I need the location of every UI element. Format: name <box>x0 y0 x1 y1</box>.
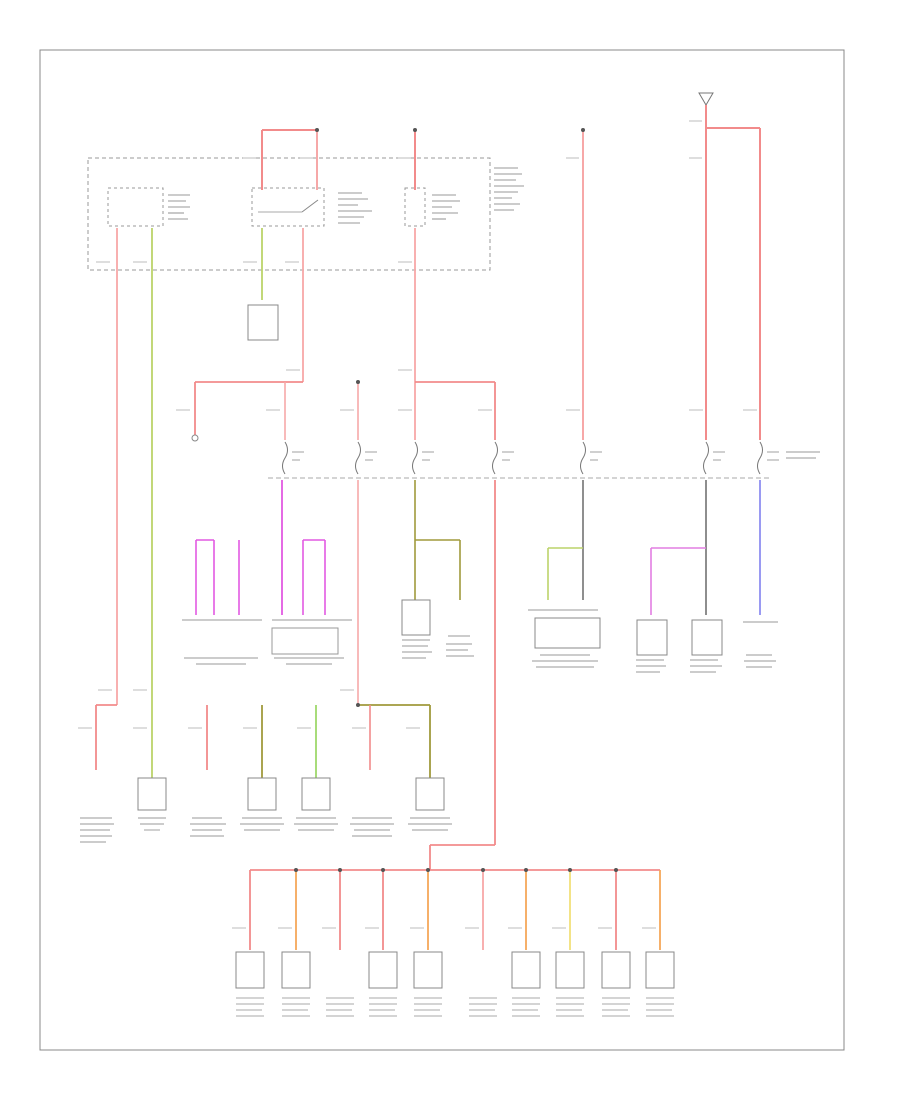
ignition-coil-4 <box>413 951 443 989</box>
relay-1 <box>107 187 164 227</box>
fuse-icon <box>703 441 709 475</box>
ground-symbol-icon <box>698 92 714 106</box>
splice-icon <box>191 434 199 442</box>
fuse-icon <box>412 441 418 475</box>
component-mid-1 <box>401 599 431 636</box>
ignition-coil-3 <box>368 951 398 989</box>
mid-components <box>182 599 778 673</box>
ignition-coil-bus <box>235 844 675 1017</box>
fused-circuit-wires <box>195 480 761 845</box>
relay-panel <box>87 157 524 271</box>
fuse-icon <box>492 441 498 475</box>
engine-control-module <box>271 627 339 655</box>
component-mid-3 <box>636 619 668 656</box>
top-power-feeds <box>261 92 761 440</box>
fuse-icon <box>580 441 586 475</box>
relay-3 <box>404 187 426 227</box>
fuse-feed-wires <box>191 380 496 442</box>
component-mid-4 <box>691 619 723 656</box>
ignition-coil-1 <box>235 951 265 989</box>
relay-2 <box>251 187 325 227</box>
fuse-icon <box>355 441 361 475</box>
wire-code-marks <box>78 120 757 929</box>
component-under-relay <box>247 304 279 341</box>
lower-components <box>80 777 452 843</box>
ignition-coil-2 <box>281 951 311 989</box>
relay-output-wires <box>116 228 416 778</box>
lower-component-wires <box>95 703 431 778</box>
ignition-coil-5 <box>511 951 541 989</box>
fuse-row <box>268 441 820 479</box>
ignition-coil-6 <box>555 951 585 989</box>
fuse-icon <box>757 441 763 475</box>
fuse-icon <box>282 441 288 475</box>
ignition-coil-7 <box>601 951 631 989</box>
diagram-frame <box>39 49 845 1051</box>
ignition-coil-8 <box>645 951 675 989</box>
component-mid-2 <box>534 617 601 649</box>
